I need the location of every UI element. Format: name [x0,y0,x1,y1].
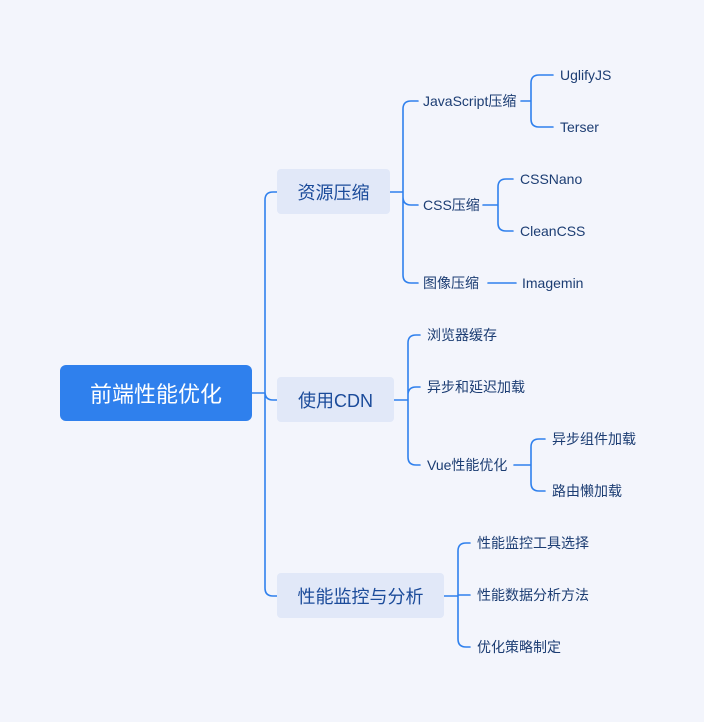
branch-monitoring-analysis: 性能监控与分析 [277,573,444,618]
connector-monitoring [443,542,471,648]
root-node: 前端性能优化 [60,365,252,421]
branch-use-cdn: 使用CDN [277,377,394,422]
leaf-uglifyjs: UglifyJS [560,67,612,83]
sub-javascript-compression: JavaScript压缩 [423,93,517,109]
sub-data-analysis-methods: 性能数据分析方法 [477,587,589,603]
leaf-async-component-loading: 异步组件加载 [552,431,636,447]
connector-vue [513,438,546,492]
sub-browser-cache: 浏览器缓存 [427,327,497,343]
branch-resource-compression: 资源压缩 [277,169,390,214]
connector-javascript [520,74,554,128]
sub-async-defer-loading: 异步和延迟加载 [427,379,525,395]
sub-vue-optimization: Vue性能优化 [427,457,508,473]
sub-monitoring-tool-selection: 性能监控工具选择 [477,535,589,551]
connector-use-cdn [393,334,421,466]
leaf-terser: Terser [560,119,599,135]
leaf-cleancss: CleanCSS [520,223,586,239]
connector-resource-compression [389,100,419,284]
connector-root [251,191,278,597]
connector-css [482,178,514,232]
sub-image-compression: 图像压缩 [423,275,479,291]
sub-css-compression: CSS压缩 [423,197,480,213]
leaf-route-lazy-loading: 路由懒加载 [552,483,622,499]
sub-optimization-strategy: 优化策略制定 [477,639,561,655]
leaf-cssnano: CSSNano [520,171,583,187]
leaf-imagemin: Imagemin [522,275,584,291]
